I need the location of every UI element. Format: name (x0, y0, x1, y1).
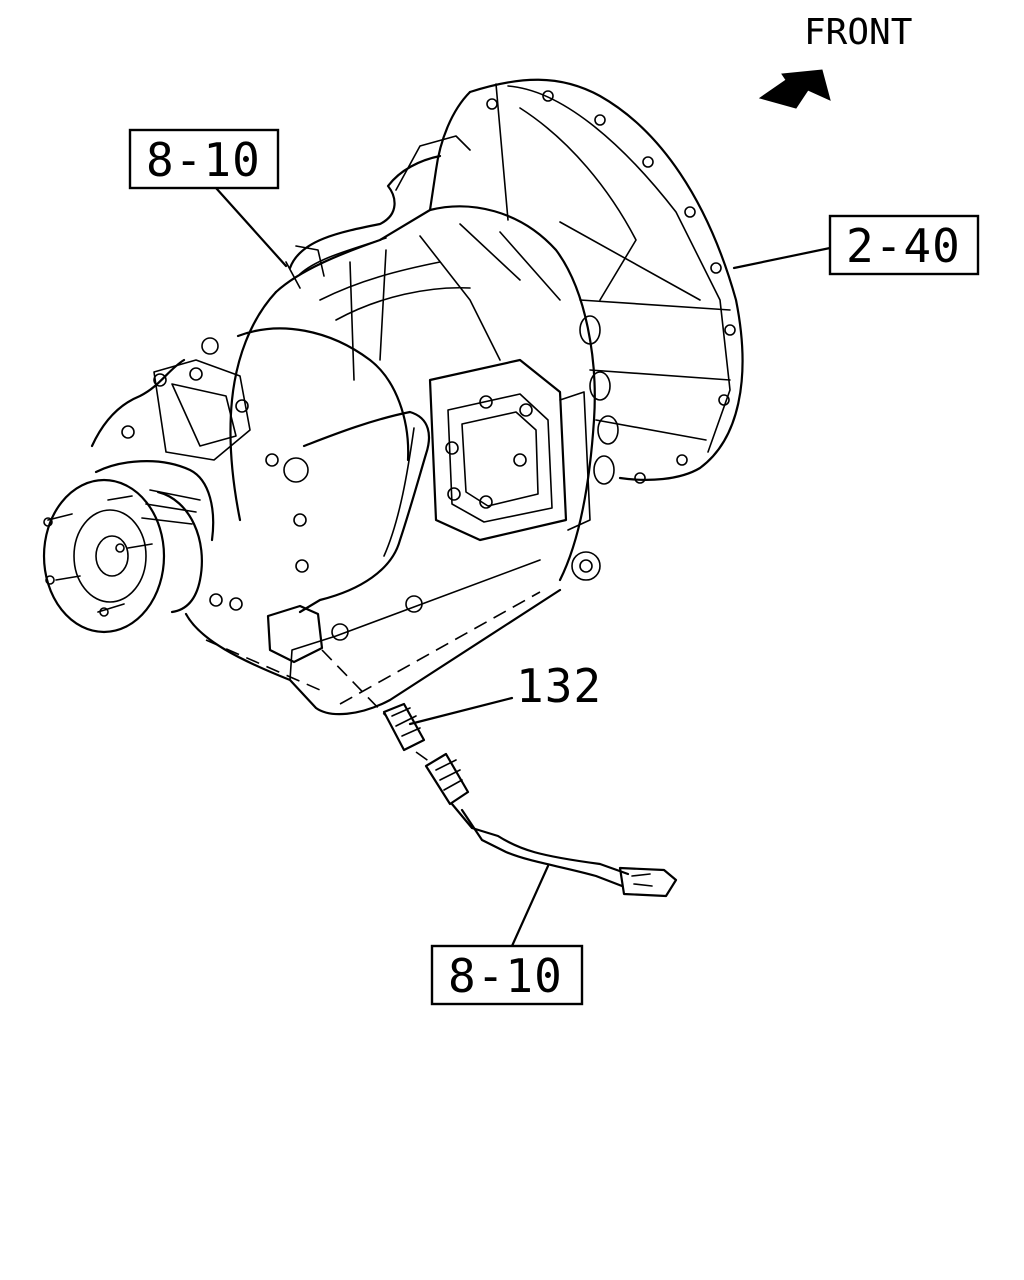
leader-line (214, 186, 288, 268)
callout-box (430, 944, 584, 1006)
front-arrow-icon (758, 69, 831, 109)
front-label: FRONT (804, 12, 912, 53)
callout-harness-lower[interactable]: 8-10 (430, 864, 584, 1006)
callout-label: 8-10 (448, 949, 563, 1003)
callout-label: 132 (516, 659, 602, 713)
callout-transmission[interactable]: 2-40 (732, 214, 980, 276)
callout-label: 8-10 (146, 133, 261, 187)
callout-harness-upper[interactable]: 8-10 (128, 128, 288, 268)
leader-line (510, 864, 550, 948)
callout-speed-sensor[interactable]: 132 (408, 659, 602, 726)
leader-line (732, 246, 832, 270)
callout-box (828, 214, 980, 276)
transmission-illustration (42, 78, 744, 898)
callout-box (128, 128, 280, 190)
callout-label: 2-40 (846, 219, 961, 273)
leader-line (408, 696, 514, 726)
